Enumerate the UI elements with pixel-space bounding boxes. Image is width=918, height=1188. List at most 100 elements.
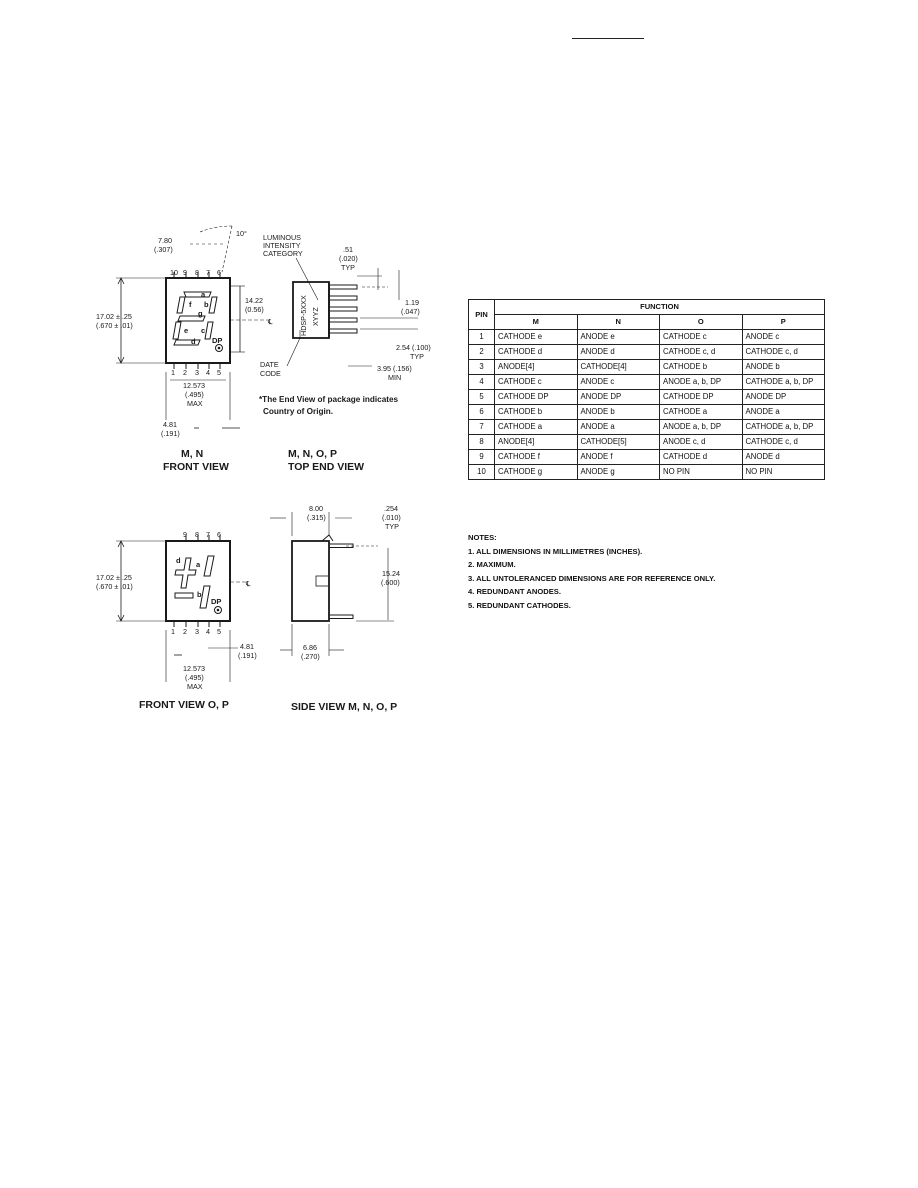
offset-mm: 1.19 xyxy=(405,298,419,307)
pin-num: 4 xyxy=(206,368,210,377)
header-rule xyxy=(572,38,644,39)
segment-label: a xyxy=(196,560,201,569)
lead-in: (.010) xyxy=(382,513,401,522)
note-item: 1. ALL DIMENSIONS IN MILLIMETRES (INCHES… xyxy=(468,546,643,556)
overall-max: MAX xyxy=(187,399,203,408)
pin-cell: 6 xyxy=(468,404,495,420)
cell-p: ANODE b xyxy=(741,359,825,375)
cell-n: ANODE DP xyxy=(576,389,660,405)
segment-label: g xyxy=(198,309,203,318)
pin-typ: TYP xyxy=(341,263,355,272)
front-view-mn xyxy=(116,225,268,429)
side-view xyxy=(270,512,394,656)
centerline-symbol: ℄ xyxy=(245,579,251,588)
side-width-mm: 8.00 xyxy=(309,504,323,513)
note-item: 3. ALL UNTOLERANCED DIMENSIONS ARE FOR R… xyxy=(468,573,716,583)
lead-typ: TYP xyxy=(385,522,399,531)
segment-label: b xyxy=(197,590,202,599)
pin-cell: 3 xyxy=(468,359,495,375)
segment-label: DP xyxy=(211,597,221,606)
note-item: 5. REDUNDANT CATHODES. xyxy=(468,600,571,610)
height-in: (.670 ± .01) xyxy=(96,582,133,591)
pin-mm: .51 xyxy=(343,245,353,254)
cell-p: ANODE a xyxy=(741,404,825,420)
notes-block: NOTES: 1. ALL DIMENSIONS IN MILLIMETRES … xyxy=(468,531,715,613)
overall-in: (.495) xyxy=(185,673,204,682)
cell-n: ANODE f xyxy=(576,449,660,465)
side-width-in: (.315) xyxy=(307,513,326,522)
cell-m: CATHODE f xyxy=(494,449,578,465)
pitch-mm: 4.81 xyxy=(163,420,177,429)
side-height-mm: 15.24 xyxy=(382,569,400,578)
cell-p: ANODE DP xyxy=(741,389,825,405)
pitch-mm: 4.81 xyxy=(240,642,254,651)
segment-label: d xyxy=(191,337,196,346)
pin-num: 10 xyxy=(170,268,178,277)
cell-p: CATHODE a, b, DP xyxy=(741,374,825,390)
spacing-label: 2.54 (.100) xyxy=(396,343,431,352)
top-width-mm: 7.80 xyxy=(158,236,172,245)
cell-n: ANODE c xyxy=(576,374,660,390)
segment-label: DP xyxy=(212,336,222,345)
top-width-in: (.307) xyxy=(154,245,173,254)
front-view-op-labels: 9 8 7 6 1 2 3 4 5 a b d DP 17.02 ± .25 (… xyxy=(96,530,257,711)
top-end-view xyxy=(286,257,418,367)
col-header-n: N xyxy=(576,314,660,330)
table-header-row: PIN FUNCTION xyxy=(468,299,825,330)
pin-num: 8 xyxy=(195,268,199,277)
seg-height-mm: 14.22 xyxy=(245,296,263,305)
cell-n: ANODE a xyxy=(576,419,660,435)
depth-in: (.270) xyxy=(301,652,320,661)
pin-cell: 1 xyxy=(468,329,495,345)
pin-num: 8 xyxy=(195,530,199,539)
caption-line: TOP END VIEW xyxy=(288,461,364,473)
cell-m: CATHODE a xyxy=(494,419,578,435)
cell-m: CATHODE b xyxy=(494,404,578,420)
cell-n: CATHODE[5] xyxy=(576,434,660,450)
cell-o: ANODE c, d xyxy=(659,434,743,450)
length-min: MIN xyxy=(388,373,401,382)
cell-p: ANODE d xyxy=(741,449,825,465)
front-view-op xyxy=(116,535,246,682)
lum-label: CATEGORY xyxy=(263,249,303,258)
height-mm: 17.02 ± .25 xyxy=(96,312,132,321)
lead-mm: .254 xyxy=(384,504,398,513)
cell-p: CATHODE c, d xyxy=(741,344,825,360)
end-view-note: *The End View of package indicates xyxy=(259,395,399,404)
cell-m: CATHODE g xyxy=(494,464,578,480)
col-header-o: O xyxy=(659,314,743,330)
cell-m: ANODE[4] xyxy=(494,359,578,375)
centerline-symbol: ℄ xyxy=(267,317,273,326)
overall-in: (.495) xyxy=(185,390,204,399)
cell-m: ANODE[4] xyxy=(494,434,578,450)
pin-num: 2 xyxy=(183,627,187,636)
cell-o: CATHODE b xyxy=(659,359,743,375)
function-header: FUNCTION xyxy=(494,299,825,315)
pin-num: 7 xyxy=(206,530,210,539)
col-header-m: M xyxy=(494,314,578,330)
segment-label: d xyxy=(176,556,181,565)
lum-label: INTENSITY xyxy=(263,241,301,250)
seg-height-in: (0.56) xyxy=(245,305,264,314)
pin-num: 5 xyxy=(217,368,221,377)
pin-in: (.020) xyxy=(339,254,358,263)
cell-p: NO PIN xyxy=(741,464,825,480)
pin-num: 6 xyxy=(217,268,221,277)
segment-label: f xyxy=(189,300,192,309)
note-item: 2. MAXIMUM. xyxy=(468,560,516,570)
pin-num: 3 xyxy=(195,368,199,377)
lum-label: LUMINOUS xyxy=(263,233,301,242)
cell-o: NO PIN xyxy=(659,464,743,480)
cell-m: CATHODE c xyxy=(494,374,578,390)
pin-num: 1 xyxy=(171,368,175,377)
cell-o: ANODE a, b, DP xyxy=(659,374,743,390)
pin-cell: 2 xyxy=(468,344,495,360)
pin-num: 4 xyxy=(206,627,210,636)
